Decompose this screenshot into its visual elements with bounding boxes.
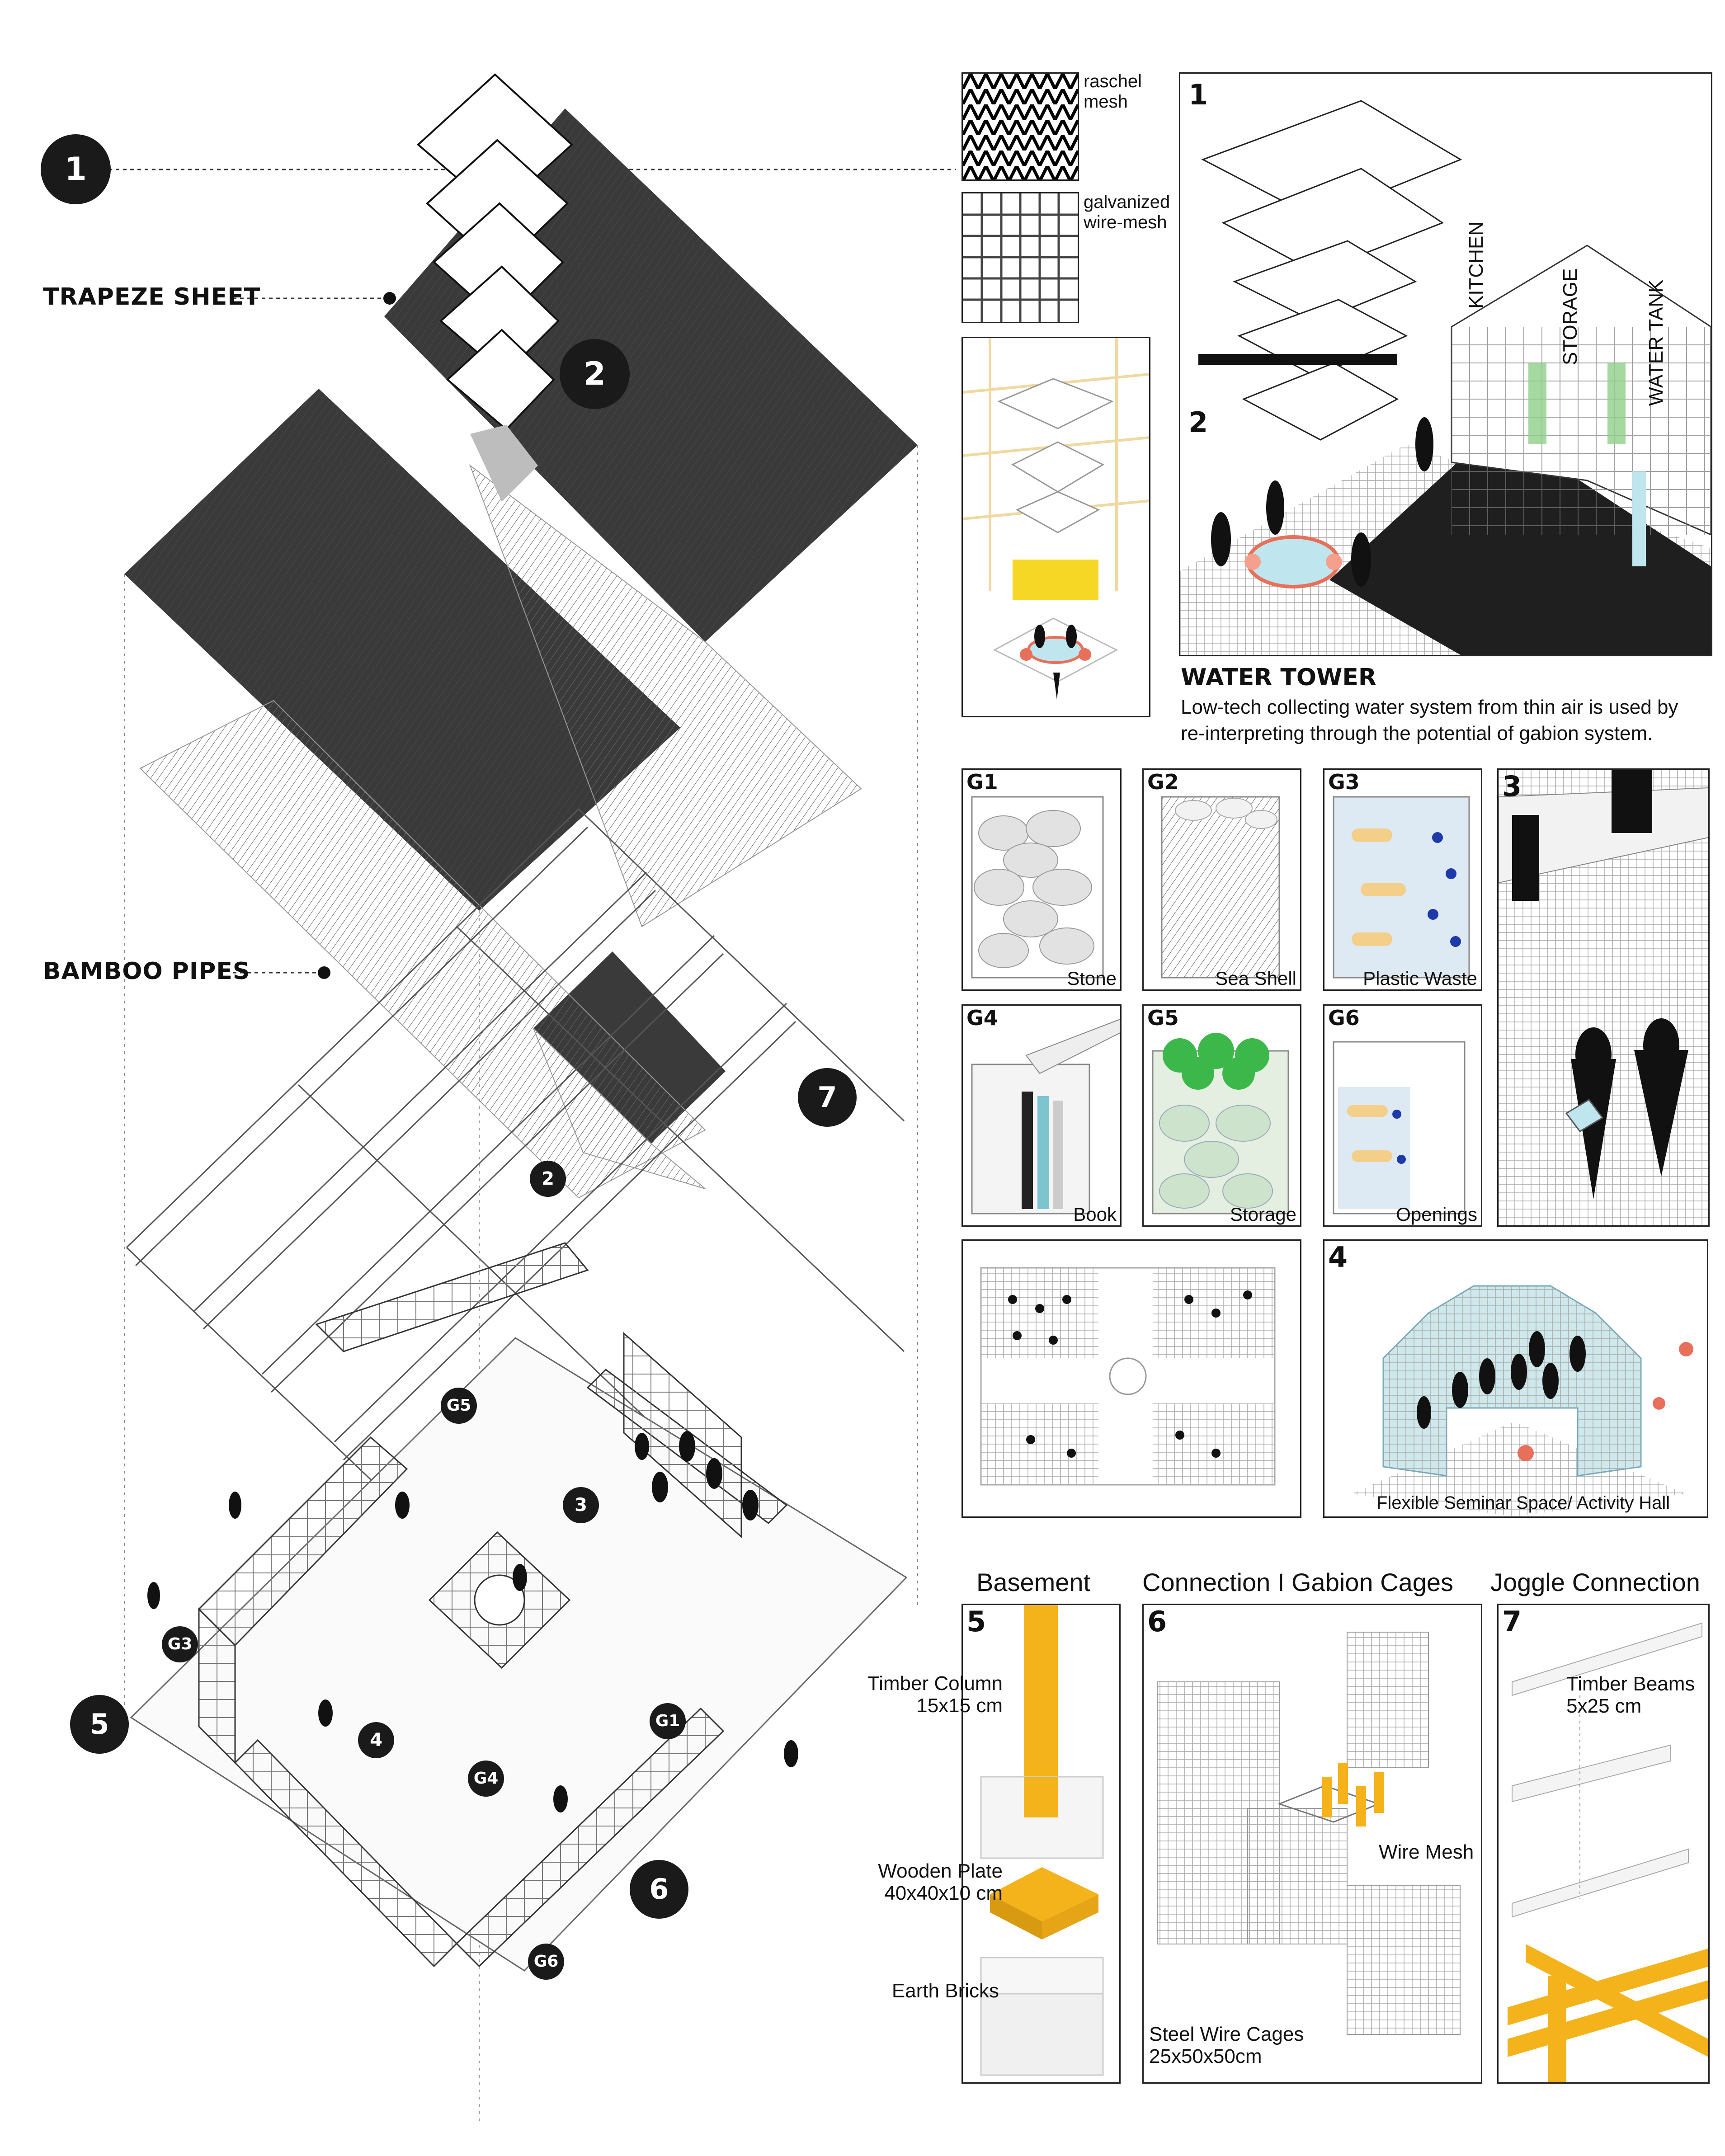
- panel-5-number: 5: [966, 1605, 986, 1638]
- detail-3-panel: 3: [1497, 768, 1710, 1227]
- marker-g5: G5: [441, 1388, 477, 1424]
- panel-4-number: 4: [1328, 1241, 1348, 1274]
- floor-plan-panel: [961, 1239, 1301, 1518]
- gabion-tag-g2: G2: [1147, 770, 1179, 794]
- gabion-tag-g3: G3: [1328, 770, 1360, 794]
- roof-sheet-small: [533, 951, 726, 1144]
- marker-2: 2: [560, 339, 630, 409]
- gabion-caption-g6: Openings: [1396, 1204, 1477, 1225]
- marker-g1: G1: [650, 1703, 686, 1739]
- room-label-storage: STORAGE: [1559, 268, 1581, 365]
- marker-g3: G3: [162, 1626, 198, 1662]
- panel-3-number: 3: [1502, 770, 1522, 803]
- joggle-panel: 7 Timber Beams 5x25 cm: [1497, 1604, 1710, 2084]
- label-bamboo-pipes: BAMBOO PIPES: [43, 958, 250, 985]
- people-figures: [147, 1431, 798, 1812]
- marker-7: 7: [798, 1068, 857, 1127]
- gabion-caption-g5: Storage: [1230, 1204, 1296, 1225]
- gabion-caption-g2: Sea Shell: [1215, 968, 1296, 989]
- connection-mesh-label: Wire Mesh: [1379, 1841, 1474, 1863]
- tower-colored-panel: [961, 337, 1150, 717]
- heading-basement: Basement: [976, 1568, 1091, 1596]
- connection-cages-label: Steel Wire Cages 25x50x50cm: [1149, 2023, 1304, 2068]
- panel-7-number: 7: [1502, 1605, 1522, 1638]
- room-label-kitchen: KITCHEN: [1465, 221, 1487, 309]
- basement-panel: 5: [961, 1604, 1121, 2084]
- gabion-caption-g3: Plastic Waste: [1363, 968, 1477, 989]
- gabion-panel-g4: G4 Book: [961, 1004, 1122, 1227]
- water-tower-desc-2: re-interpreting through the potential of…: [1181, 722, 1653, 744]
- gabion-panel-g1: G1 Stone: [961, 768, 1122, 991]
- basement-bricks-label: Earth Bricks: [891, 1980, 999, 2002]
- marker-3: 3: [563, 1487, 599, 1523]
- heading-connection: Connection I Gabion Cages: [1142, 1568, 1453, 1596]
- marker-5: 5: [70, 1695, 129, 1754]
- basement-plate-label: Wooden Plate 40x40x10 cm: [878, 1860, 1003, 1905]
- gabion-tag-g6: G6: [1328, 1006, 1360, 1030]
- water-tower-title: WATER TOWER: [1181, 664, 1376, 691]
- marker-g4: G4: [468, 1761, 504, 1797]
- gabion-caption-g1: Stone: [1067, 968, 1117, 989]
- gabion-panel-g3: G3 Plastic Waste: [1323, 768, 1482, 991]
- joggle-beams-label: Timber Beams 5x25 cm: [1566, 1673, 1695, 1718]
- ground-plane: [130, 1337, 908, 1972]
- marker-1: 1: [41, 134, 111, 204]
- label-trapeze-sheet: TRAPEZE SHEET: [43, 283, 261, 311]
- gabion-tag-g1: G1: [966, 770, 998, 794]
- seminar-panel: 4 Flexible Seminar Space/ Activity Hall: [1323, 1239, 1708, 1518]
- water-tower-desc-1: Low-tech collecting water system from th…: [1181, 696, 1678, 718]
- gabion-caption-g4: Book: [1073, 1204, 1117, 1225]
- water-tower-panel: 1 2 KITCHEN STORAGE WATER TANK: [1179, 72, 1712, 656]
- water-tower-tiers: [416, 73, 573, 431]
- galvanized-mesh-swatch: [961, 192, 1079, 323]
- basement-column-label: Timber Column 15x15 cm: [867, 1672, 1003, 1717]
- galvanized-mesh-label: galvanized wire-mesh: [1084, 192, 1170, 232]
- heading-joggle: Joggle Connection: [1490, 1568, 1700, 1596]
- bamboo-layer-right: [469, 464, 862, 927]
- panel-6-number: 6: [1147, 1605, 1167, 1638]
- connection-panel: 6 Wire Mesh Steel Wire Cages 25x50x50cm: [1142, 1604, 1482, 2084]
- gabion-tag-g4: G4: [966, 1006, 998, 1030]
- gabion-panel-g6: G6 Openings: [1323, 1004, 1482, 1227]
- marker-2b: 2: [530, 1161, 566, 1197]
- gabion-panel-g2: G2 Sea Shell: [1142, 768, 1301, 991]
- panel-1-number: 1: [1188, 78, 1208, 111]
- raschel-mesh-swatch: [961, 72, 1079, 181]
- raschel-mesh-label: raschel mesh: [1084, 71, 1142, 112]
- marker-6: 6: [630, 1860, 688, 1919]
- marker-4: 4: [358, 1722, 394, 1758]
- panel-1-sub-number: 2: [1188, 406, 1208, 439]
- gabion-panel-g5: G5 Storage: [1142, 1004, 1301, 1227]
- room-label-water-tank: WATER TANK: [1645, 279, 1667, 406]
- tower-base: [470, 425, 538, 502]
- seminar-caption: Flexible Seminar Space/ Activity Hall: [1376, 1493, 1670, 1513]
- marker-g6: G6: [528, 1944, 564, 1980]
- gabion-tag-g5: G5: [1147, 1006, 1179, 1030]
